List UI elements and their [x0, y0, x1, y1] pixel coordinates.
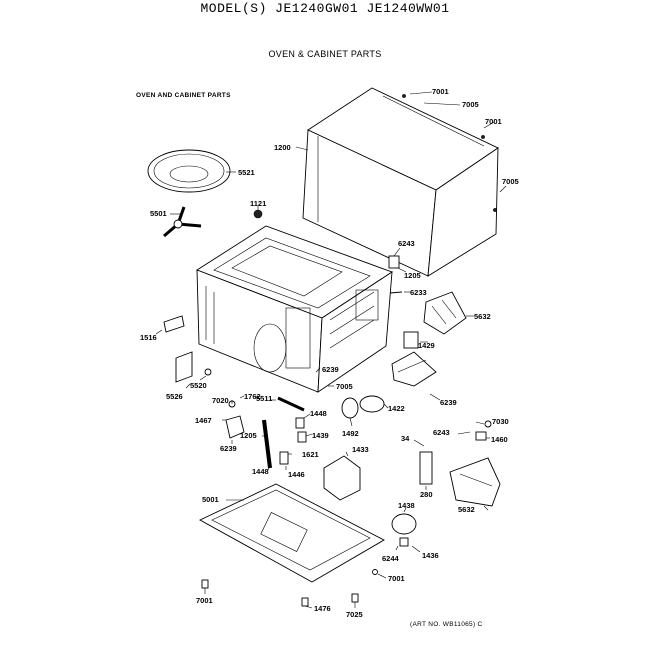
- oven-chassis: [196, 209, 393, 393]
- label-7005: 7005: [502, 177, 519, 186]
- label-7005: 7005: [462, 100, 479, 109]
- outer-cabinet-1200: [302, 87, 499, 277]
- label-7001: 7001: [196, 596, 213, 605]
- model-title: MODEL(S) JE1240GW01 JE1240WW01: [200, 1, 450, 16]
- label-7001: 7001: [432, 87, 449, 96]
- label-7001: 7001: [485, 117, 502, 126]
- label-1422: 1422: [388, 404, 405, 413]
- label-7025: 7025: [346, 610, 363, 619]
- label-6243: 6243: [433, 428, 450, 437]
- label-1492: 1492: [342, 429, 359, 438]
- label-1621: 1621: [302, 450, 319, 459]
- label-6239: 6239: [440, 398, 457, 407]
- label-5632: 5632: [458, 505, 475, 514]
- right-side-parts: [341, 255, 501, 547]
- left-lower-parts: [163, 315, 385, 607]
- label-1476: 1476: [314, 604, 331, 613]
- label-1467: 1467: [195, 416, 212, 425]
- leader-lines: [155, 91, 507, 609]
- label-1762: 1762: [244, 392, 261, 401]
- label-6239: 6239: [322, 365, 339, 374]
- label-5520: 5520: [190, 381, 207, 390]
- label-1121: 1121: [250, 199, 266, 208]
- label-6243: 6243: [398, 239, 415, 248]
- label-6233: 6233: [410, 288, 427, 297]
- label-1205: 1205: [404, 271, 421, 280]
- label-1429: 1429: [418, 341, 435, 350]
- label-1439: 1439: [312, 431, 329, 440]
- label-1205: 1205: [240, 431, 257, 440]
- turntable-tray-5521: [147, 149, 231, 193]
- label-5526: 5526: [166, 392, 183, 401]
- label-1448: 1448: [252, 467, 269, 476]
- part-labels: 7001 7005 7001 1200 7005 5521 5501 1121 …: [140, 87, 519, 619]
- label-6244: 6244: [382, 554, 400, 563]
- art-number: (ART NO. WB11065) C: [410, 621, 483, 628]
- label-1516: 1516: [140, 333, 157, 342]
- label-5632: 5632: [474, 312, 491, 321]
- label-5001: 5001: [202, 495, 219, 504]
- section-label: OVEN AND CABINET PARTS: [136, 92, 231, 99]
- roller-support-5501: [163, 206, 202, 238]
- label-7001: 7001: [388, 574, 405, 583]
- label-1436: 1436: [422, 551, 439, 560]
- label-1200: 1200: [274, 143, 291, 152]
- diagram-subtitle: OVEN & CABINET PARTS: [268, 49, 382, 59]
- label-1433: 1433: [352, 445, 369, 454]
- label-7030: 7030: [492, 417, 509, 426]
- label-1438: 1438: [398, 501, 415, 510]
- label-34: 34: [401, 434, 410, 443]
- label-5521: 5521: [238, 168, 255, 177]
- label-6239: 6239: [220, 444, 237, 453]
- label-7020: 7020: [212, 396, 229, 405]
- label-1448: 1448: [310, 409, 327, 418]
- label-5501: 5501: [150, 209, 167, 218]
- label-1446: 1446: [288, 470, 305, 479]
- label-7005: 7005: [336, 382, 353, 391]
- label-5511: 5511: [256, 394, 272, 403]
- label-280: 280: [420, 490, 433, 499]
- label-1460: 1460: [491, 435, 508, 444]
